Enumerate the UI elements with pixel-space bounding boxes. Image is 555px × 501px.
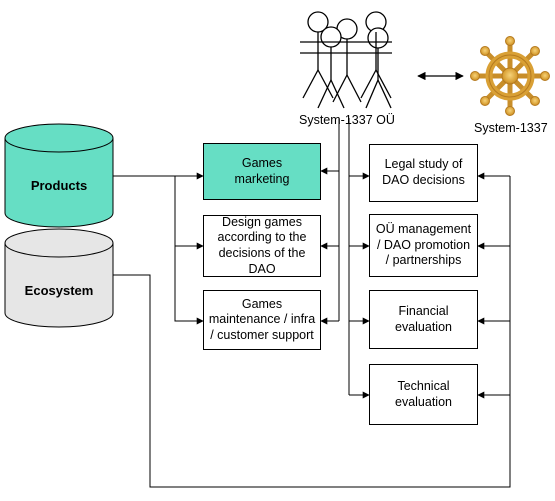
products-cylinder xyxy=(4,123,114,228)
ecosystem-label: Ecosystem xyxy=(24,283,94,298)
ecosystem-cylinder xyxy=(4,228,114,328)
dao-label: System-1337 xyxy=(474,121,548,135)
owner-label: System-1337 OÜ xyxy=(299,113,395,127)
products-label: Products xyxy=(30,178,88,193)
box-technical-eval: Technical evaluation xyxy=(369,364,478,425)
ship-wheel-icon xyxy=(470,36,550,116)
box-games-marketing: Games marketing xyxy=(203,143,321,200)
people-group-icon xyxy=(300,11,392,109)
connectors xyxy=(113,118,511,488)
box-games-maintenance: Games maintenance / infra / customer sup… xyxy=(203,290,321,350)
box-legal-study: Legal study of DAO decisions xyxy=(369,144,478,202)
box-design-games: Design games according to the decisions … xyxy=(203,215,321,277)
box-financial-eval: Financial evaluation xyxy=(369,290,478,349)
box-ou-management: OÜ management / DAO promotion / partners… xyxy=(369,214,478,277)
